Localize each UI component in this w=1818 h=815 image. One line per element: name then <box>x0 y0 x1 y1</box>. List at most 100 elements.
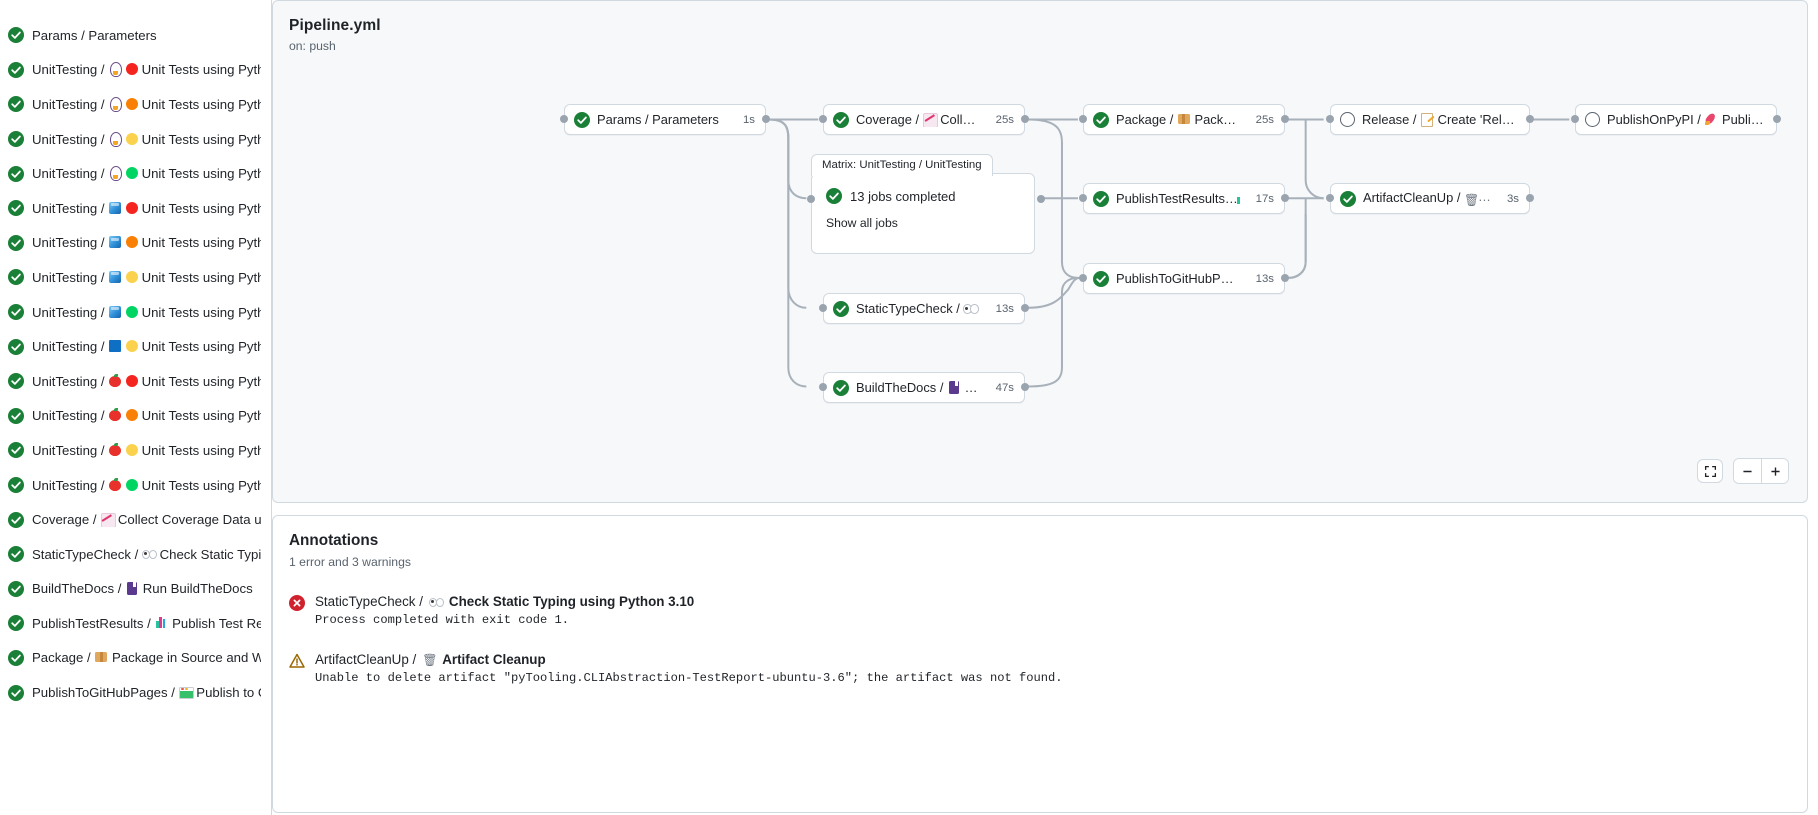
sidebar-job-item[interactable]: UnitTesting / Unit Tests using Pyth... <box>0 53 271 88</box>
sidebar-job-item[interactable]: UnitTesting / Unit Tests using Pyth... <box>0 329 271 364</box>
sidebar-job-label: UnitTesting / Unit Tests using Pyth... <box>32 235 261 251</box>
page-title: Pipeline.yml <box>289 17 381 34</box>
node-output-port <box>1281 274 1289 282</box>
package-icon <box>94 650 108 664</box>
node-input-port <box>560 115 568 123</box>
graph-node-duration: 25s <box>995 113 1014 126</box>
annotations-list: StaticTypeCheck / Check Static Typing us… <box>289 594 1791 685</box>
graph-node-coverage[interactable]: Coverage / Collect Cove... 25s <box>823 104 1025 135</box>
error-icon <box>289 595 305 611</box>
graph-node-statictype[interactable]: StaticTypeCheck / Chec...13s <box>823 293 1025 324</box>
success-check-icon <box>8 373 24 390</box>
sidebar-job-item[interactable]: Params / Parameters <box>0 18 271 53</box>
sidebar-job-item[interactable]: UnitTesting / Unit Tests using Pyth... <box>0 433 271 468</box>
sidebar-job-item[interactable]: UnitTesting / Unit Tests using Pyth... <box>0 399 271 434</box>
success-check-icon <box>1093 111 1109 128</box>
zoom-out-button[interactable] <box>1734 459 1761 483</box>
graph-node-duration: 47s <box>995 381 1014 394</box>
graph-node-package[interactable]: Package / Package in So...25s <box>1083 104 1285 135</box>
node-input-port <box>1571 115 1579 123</box>
success-check-icon <box>833 300 849 317</box>
annotation-step: Check Static Typing using Python 3.10 <box>448 594 695 609</box>
node-output-port <box>1773 115 1781 123</box>
sidebar-job-item[interactable]: UnitTesting / Unit Tests using Pyth... <box>0 87 271 122</box>
sidebar-job-label: UnitTesting / Unit Tests using Pyth... <box>32 304 261 320</box>
annotation-item[interactable]: StaticTypeCheck / Check Static Typing us… <box>289 594 1791 627</box>
sidebar-job-item[interactable]: UnitTesting / Unit Tests using Pyth... <box>0 295 271 330</box>
sidebar-job-item[interactable]: UnitTesting / Unit Tests using Pyth... <box>0 364 271 399</box>
matrix-tab-label: Matrix: UnitTesting / UnitTesting <box>811 154 993 176</box>
graph-node-label: Coverage / Collect Cove... <box>856 112 981 127</box>
sidebar-job-label: UnitTesting / Unit Tests using Pyth... <box>32 339 261 355</box>
sidebar-job-item[interactable]: UnitTesting / Unit Tests using Pyth... <box>0 122 271 157</box>
graph-node-builddocs[interactable]: BuildTheDocs / Run Buil... 47s <box>823 372 1025 403</box>
cube-icon <box>108 305 122 319</box>
version-dot-red <box>125 374 138 387</box>
chart-icon <box>100 512 116 528</box>
sidebar-job-label: UnitTesting / Unit Tests using Pyth... <box>32 373 261 389</box>
show-all-jobs-link[interactable]: Show all jobs <box>826 216 898 230</box>
sidebar-job-label: BuildTheDocs / Run BuildTheDocs <box>32 581 253 597</box>
sidebar-job-item[interactable]: PublishTestResults / Publish Test Resu..… <box>0 606 271 641</box>
annotation-severity-icon <box>289 653 305 685</box>
sidebar-job-item[interactable]: UnitTesting / Unit Tests using Pyth... <box>0 226 271 261</box>
fit-to-screen-button[interactable] <box>1697 459 1723 483</box>
sidebar-job-item[interactable]: UnitTesting / Unit Tests using Pyth... <box>0 191 271 226</box>
sidebar-job-item[interactable]: BuildTheDocs / Run BuildTheDocs <box>0 572 271 607</box>
sidebar-job-item[interactable]: UnitTesting / Unit Tests using Pyth... <box>0 468 271 503</box>
graph-node-testresults[interactable]: PublishTestResults / Pu...17s <box>1083 183 1285 214</box>
annotation-message: Process completed with exit code 1. <box>315 613 570 627</box>
node-input-port <box>819 304 827 312</box>
node-input-port <box>819 115 827 123</box>
sidebar-job-item[interactable]: UnitTesting / Unit Tests using Pyth... <box>0 156 271 191</box>
success-check-icon <box>8 338 24 355</box>
eyes-icon <box>141 547 158 561</box>
success-check-icon <box>8 580 24 597</box>
trash-icon: 🗑 <box>422 652 438 667</box>
graph-node-ghpages[interactable]: PublishToGitHubPages / ...13s <box>1083 263 1285 294</box>
chart-icon <box>923 112 939 127</box>
cube-icon <box>108 270 122 284</box>
graph-node-release[interactable]: Release / Create 'Release P... <box>1330 104 1530 135</box>
graph-controls[interactable] <box>1697 458 1789 484</box>
success-check-icon <box>8 27 24 44</box>
graph-node-duration: 13s <box>1255 272 1274 285</box>
version-dot-yellow <box>125 132 138 145</box>
success-check-icon <box>826 188 842 204</box>
bar-chart-icon <box>154 616 168 630</box>
success-check-icon <box>8 269 24 286</box>
sidebar-job-item[interactable]: StaticTypeCheck / Check Static Typing... <box>0 537 271 572</box>
annotation-heading: ArtifactCleanUp / 🗑Artifact Cleanup <box>315 652 1063 667</box>
sidebar-job-label: UnitTesting / Unit Tests using Pyth... <box>32 131 261 147</box>
sidebar-job-item[interactable]: Coverage / Collect Coverage Data usi... <box>0 502 271 537</box>
node-output-port <box>1526 194 1534 202</box>
sidebar-job-label: StaticTypeCheck / Check Static Typing... <box>32 546 261 562</box>
zoom-in-button[interactable] <box>1761 459 1788 483</box>
version-dot-green <box>125 305 138 318</box>
matrix-input-port <box>807 195 815 203</box>
graph-node-duration: 3s <box>1506 192 1519 205</box>
sidebar-job-item[interactable]: UnitTesting / Unit Tests using Pyth... <box>0 260 271 295</box>
matrix-summary-row: 13 jobs completed <box>826 188 1020 204</box>
matrix-group[interactable]: Matrix: UnitTesting / UnitTesting 13 job… <box>811 154 1035 254</box>
sidebar-job-label: PublishTestResults / Publish Test Resu..… <box>32 615 261 631</box>
graph-node-pypi[interactable]: PublishOnPyPI / Publish to ... <box>1575 104 1777 135</box>
graph-node-label: BuildTheDocs / Run Buil... <box>856 380 981 395</box>
zoom-button-group[interactable] <box>1733 458 1789 484</box>
success-check-icon <box>8 546 24 563</box>
node-input-port <box>1326 194 1334 202</box>
penguin-icon <box>108 166 123 182</box>
success-check-icon <box>833 111 849 128</box>
sidebar-job-label: UnitTesting / Unit Tests using Pyth... <box>32 269 261 285</box>
sidebar-job-item[interactable]: PublishToGitHubPages / Publish to G... <box>0 675 271 710</box>
annotation-job: StaticTypeCheck / <box>315 594 423 609</box>
sidebar-job-item[interactable]: Package / Package in Source and Wh... <box>0 641 271 676</box>
graph-node-cleanup[interactable]: ArtifactCleanUp / 🗑 Artifac...3s <box>1330 183 1530 214</box>
memo-icon <box>1420 112 1434 127</box>
graph-node-duration: 13s <box>995 302 1014 315</box>
